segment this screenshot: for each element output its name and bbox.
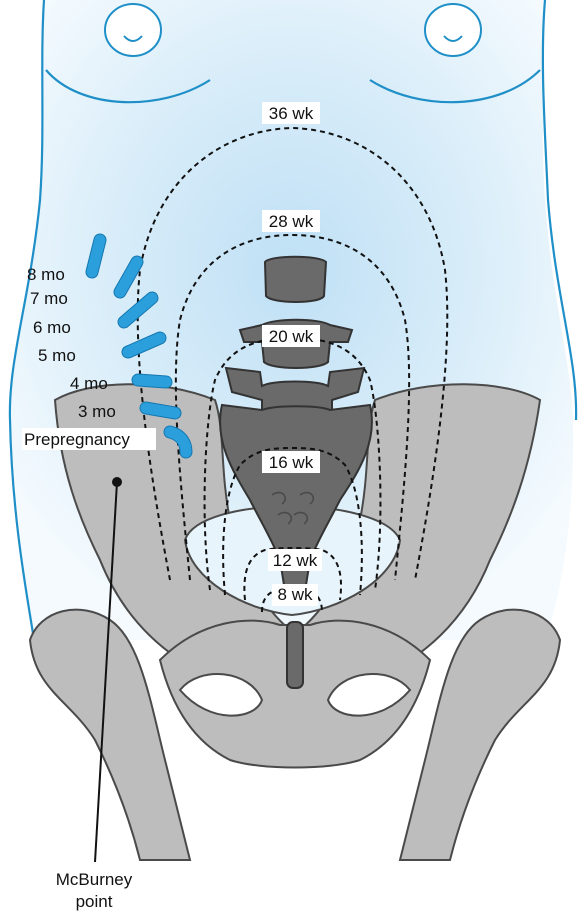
label-20wk: 20 wk <box>269 327 314 346</box>
label-8wk: 8 wk <box>278 585 313 604</box>
appendix-marker-4mo-fill <box>138 380 166 382</box>
label-mcburney-line2: point <box>76 892 113 911</box>
label-5mo: 5 mo <box>38 346 76 365</box>
label-6mo: 6 mo <box>33 318 71 337</box>
label-7mo: 7 mo <box>30 289 68 308</box>
label-4mo: 4 mo <box>70 374 108 393</box>
left-nipple <box>105 4 161 56</box>
label-mcburney-line1: McBurney <box>56 870 133 889</box>
appendix-marker-3mo-fill <box>146 408 175 413</box>
label-prepregnancy: Prepregnancy <box>24 430 130 449</box>
label-12wk: 12 wk <box>273 551 318 570</box>
vertebra-l4 <box>265 257 326 302</box>
label-28wk: 28 wk <box>269 212 314 231</box>
appendix-marker-8mo-fill <box>92 240 100 272</box>
label-8mo: 8 mo <box>27 265 65 284</box>
label-36wk: 36 wk <box>269 104 314 123</box>
label-3mo: 3 mo <box>78 402 116 421</box>
label-16wk: 16 wk <box>269 453 314 472</box>
right-nipple <box>425 4 481 56</box>
pubic-symphysis <box>287 622 303 688</box>
